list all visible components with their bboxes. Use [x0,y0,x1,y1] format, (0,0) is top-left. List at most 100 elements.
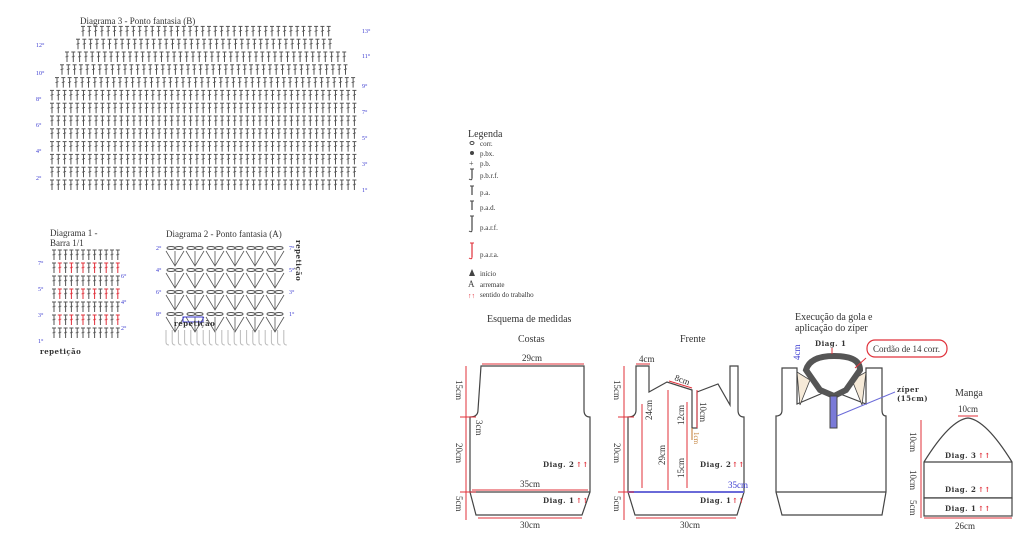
chain-icon [246,290,256,294]
chain-icon [206,246,216,250]
legend-label: p.b.r.f. [480,172,499,180]
row-number: 7° [362,109,368,116]
back-diag-2-label: Diag. 2 [543,460,574,469]
back-armhole-height: 15cm [454,380,464,400]
row-number: 5° [362,135,368,142]
front-height-15: 15cm [676,458,686,478]
row-number: 8° [36,96,42,103]
sleeve-bottom-width: 26cm [955,521,975,531]
front-piece-schema: Frente 4cm 8cm 15cm 24cm 29cm 12cm 10cm … [612,334,748,530]
back-top-width: 29cm [522,353,542,363]
row-number: 6° [121,273,127,280]
back-waist-width: 35cm [520,479,540,489]
back-title: Costas [518,334,545,345]
row-number: 7° [289,245,295,252]
start-icon [469,269,475,276]
finish-icon: A [468,279,475,289]
row-number: 13° [362,28,371,35]
chain-icon [469,141,475,145]
collar-title-line1: Execução da gola e [795,312,873,323]
chain-icon [266,290,276,294]
row-number: 5° [38,286,44,293]
chain-icon [166,246,176,250]
row-number: 8° [156,311,162,318]
sleeve-schema: Manga 10cm 10cm 10cm 5cm 26cm Diag. 3 ↑↑… [908,388,1013,531]
chain-icon [186,312,196,316]
svg-text:A: A [468,279,475,289]
zipper-label: zíper [897,385,919,394]
row-number: 9° [362,83,368,90]
legend-label: p.a.r.a. [480,251,499,259]
row-number: 3° [38,312,44,319]
row-number: 3° [362,161,368,168]
legend-label: p.bx. [480,150,494,158]
slip-stitch-icon [470,151,474,155]
sleeve-diag-1-label: Diag. 1 [945,504,976,513]
legend-label: p.b. [480,160,491,168]
front-post-dc-icon [468,215,474,233]
svg-text:+: + [469,159,474,168]
chain-icon [226,268,236,272]
diagram-1: Diagrama 1 - Barra 1/1 1°3°5°7°2°4°6° re… [38,228,127,356]
row-number: 2° [36,175,42,182]
diagram-1-title: Diagrama 1 - [50,228,97,238]
diagram-2: Diagrama 2 - Ponto fantasia (A) 2°4°6°8°… [156,229,303,346]
front-diag-2-label: Diag. 2 [700,460,731,469]
front-height-10: 10cm [698,402,708,422]
row-number: 7° [38,260,44,267]
work-direction-icon: ↑↑ [978,485,991,494]
chain-icon [226,246,236,250]
front-post-sc-icon [468,168,474,181]
chain-icon [266,268,276,272]
legend-label: início [480,270,496,278]
legend-label: sentido do trabalho [480,291,534,299]
diagram-1-stitch-grid [52,249,120,338]
chain-icon [186,246,196,250]
cord-callout [866,339,948,358]
diagram-3-title: Diagrama 3 - Ponto fantasia (B) [80,16,195,26]
front-rib-height: 5cm [612,496,622,512]
row-number: 2° [156,245,162,252]
legend-label: arremate [480,281,504,289]
back-bottom-width: 30cm [520,520,540,530]
chain-icon [206,290,216,294]
collar-zipper-schema: Execução da gola e aplicação do zíper Co… [775,312,948,516]
row-number: 1° [362,187,368,194]
chain-icon [226,290,236,294]
work-direction-icon: ↑↑ [468,292,475,300]
front-armhole-height: 15cm [612,380,622,400]
front-shoulder-width: 4cm [639,354,655,364]
diagram-3-stitch-grid [50,25,357,190]
chain-icon [226,312,236,316]
chain-icon [246,312,256,316]
back-diag-1-label: Diag. 1 [543,496,574,505]
zipper-length: (15cm) [897,394,928,403]
back-post-dc-icon [468,242,474,260]
row-number: 4° [121,299,127,306]
legend-label: corr. [480,140,493,148]
back-rib-height: 5cm [454,496,464,512]
row-number: 10° [36,70,45,77]
legend: Legenda corr.p.bx.+p.b.p.b.r.f.p.a.p.a.d… [468,129,534,300]
front-height-12: 12cm [676,405,686,425]
diagram-2-side-repeat-label: repetição [294,240,303,281]
diagram-1-subtitle: Barra 1/1 [50,238,84,248]
diagram-2-title: Diagrama 2 - Ponto fantasia (A) [166,229,282,239]
row-number: 1° [38,338,44,345]
row-number: 1° [289,311,295,318]
row-number: 4° [156,267,162,274]
sleeve-title: Manga [955,388,983,399]
svg-text:↑↑: ↑↑ [468,292,475,300]
work-direction-icon: ↑↑ [978,504,991,513]
front-waist-width: 35cm [728,480,748,490]
chain-icon [206,312,216,316]
chain-icon [246,246,256,250]
front-diag-1-label: Diag. 1 [700,496,731,505]
work-direction-icon: ↑↑ [732,460,745,469]
zipper-icon [829,395,838,429]
collar-title-line2: aplicação do zíper [795,323,868,334]
collar-shape [802,352,864,400]
work-direction-icon: ↑↑ [732,496,745,505]
sleeve-top-width: 10cm [958,404,978,414]
